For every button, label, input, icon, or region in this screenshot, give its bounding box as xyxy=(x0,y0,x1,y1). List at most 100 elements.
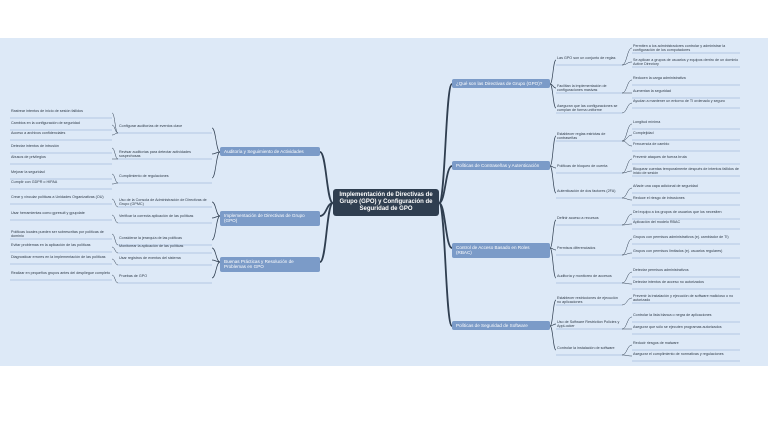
connector-line xyxy=(621,344,633,356)
subtopic[interactable]: Políticas de bloqueo de cuenta xyxy=(557,164,608,168)
main-topic[interactable]: Políticas de Contraseñas y Autenticación xyxy=(452,161,550,171)
subtopic[interactable]: Facilitan la implementación de configura… xyxy=(557,84,607,93)
connector-line xyxy=(111,182,119,185)
connector-line xyxy=(211,261,221,279)
mind-map-canvas: Implementación de Directivas de Grupo (G… xyxy=(0,38,768,366)
connector-line xyxy=(211,215,221,241)
connector-line xyxy=(621,223,633,226)
leaf-topic[interactable]: Evitar problemas en la aplicación de las… xyxy=(11,243,91,247)
leaf-topic[interactable]: Realizar en pequeños grupos antes del de… xyxy=(11,271,111,275)
subtopic[interactable]: Verificar la correcta aplicación de las … xyxy=(119,214,194,218)
subtopic[interactable]: Auditoría y monitoreo de accesos xyxy=(557,274,612,278)
connector-line xyxy=(621,187,633,199)
subtopic[interactable]: Autenticación de dos factores (2FA) xyxy=(557,189,616,193)
connector-line xyxy=(319,151,334,204)
connector-line xyxy=(111,258,119,266)
connector-layer xyxy=(10,47,740,362)
connector-line xyxy=(549,135,557,167)
main-topic[interactable]: ¿Qué son las Directivas de Grupo (GPO)? xyxy=(452,79,550,89)
main-topic[interactable]: Control de Acceso Basado en Roles (RBAC) xyxy=(452,243,550,258)
connector-line xyxy=(549,323,557,327)
subtopic[interactable]: Controlar la instalación de software xyxy=(557,346,615,350)
subtopic[interactable]: Revisar auditorías para detectar activid… xyxy=(119,150,191,159)
leaf-topic[interactable]: Usar herramientas como gpresult y gpupda… xyxy=(11,211,85,215)
leaf-topic[interactable]: Políticas locales pueden ser sobrescrita… xyxy=(11,230,104,239)
connector-line xyxy=(549,165,557,169)
connector-line xyxy=(111,233,119,246)
leaf-topic[interactable]: Reduce el riesgo de intrusiones xyxy=(633,196,685,200)
connector-line xyxy=(438,83,453,204)
connector-line xyxy=(549,247,557,251)
connector-line xyxy=(549,325,557,351)
main-topic[interactable]: Políticas de Seguridad de Software xyxy=(452,321,550,331)
leaf-topic[interactable]: Cambios en la configuración de seguridad xyxy=(11,121,80,125)
leaf-topic[interactable]: Abusos de privilegios xyxy=(11,155,46,159)
connector-line xyxy=(621,238,633,256)
leaf-topic[interactable]: Diagnosticar errores en la implementació… xyxy=(11,255,106,259)
subtopic[interactable]: Definir acceso a recursos xyxy=(557,216,599,220)
leaf-topic[interactable]: Ayudan a mantener un entorno de TI orden… xyxy=(633,99,725,103)
connector-line xyxy=(621,170,633,174)
leaf-topic[interactable]: Prevenir la instalación y ejecución de s… xyxy=(633,294,734,303)
leaf-topic[interactable]: Grupos con permisos administrativos (ej.… xyxy=(633,235,729,239)
leaf-topic[interactable]: Cumplir con GDPR o HIPAA xyxy=(11,180,58,184)
leaf-topic[interactable]: Grupos con permisos limitados (ej. usuar… xyxy=(633,249,723,253)
connector-line xyxy=(111,274,119,284)
leaf-topic[interactable]: Frecuencia de cambio xyxy=(633,142,670,146)
leaf-topic[interactable]: Crear y vincular políticas a Unidades Or… xyxy=(11,195,104,199)
subtopic[interactable]: Considerar la jerarquía de las políticas xyxy=(119,236,182,240)
subtopic[interactable]: Uso de Software Restriction Policies y A… xyxy=(557,320,620,329)
leaf-topic[interactable]: Añade una capa adicional de seguridad xyxy=(633,184,698,188)
leaf-topic[interactable]: Se aplican a grupos de usuarios y equipo… xyxy=(633,58,739,67)
leaf-topic[interactable]: Controlar la lista blanca o negra de apl… xyxy=(633,313,712,317)
leaf-topic[interactable]: Aumentan la seguridad xyxy=(633,89,671,93)
connector-line xyxy=(111,214,119,224)
subtopic[interactable]: Uso de la Consola de Administración de D… xyxy=(119,198,207,207)
leaf-topic[interactable]: Asegurar que sólo se ejecuten programas … xyxy=(633,325,722,329)
leaf-topic[interactable]: Complejidad xyxy=(633,131,654,135)
connector-line xyxy=(111,198,119,208)
connector-line xyxy=(438,202,453,327)
leaf-topic[interactable]: Mejorar la seguridad xyxy=(11,170,45,174)
leaf-topic[interactable]: Detectar permisos administrativos xyxy=(633,268,689,272)
subtopic[interactable]: Establecer reglas estrictas de contraseñ… xyxy=(557,132,606,141)
subtopic[interactable]: Pruebas de GPO xyxy=(119,274,148,278)
leaf-topic[interactable]: Longitud mínima xyxy=(633,120,661,124)
subtopic[interactable]: Configurar auditorías de eventos clave xyxy=(119,124,183,128)
connector-line xyxy=(549,219,557,249)
main-topic[interactable]: Auditoría y Seguimiento de Actividades xyxy=(220,147,320,157)
main-topic[interactable]: Implementación de Directivas de Grupo (G… xyxy=(220,211,320,226)
leaf-topic[interactable]: Aplicación del modelo RBAC xyxy=(633,220,681,224)
connector-line xyxy=(549,165,557,194)
connector-line xyxy=(621,271,633,284)
subtopic[interactable]: Permisos diferenciados xyxy=(557,246,596,250)
subtopic[interactable]: Monitorear la aplicación de las política… xyxy=(119,244,184,248)
connector-line xyxy=(621,354,633,357)
leaf-topic[interactable]: Prevenir ataques de fuerza bruta xyxy=(633,155,687,159)
central-topic[interactable]: Implementación de Directivas de Grupo (G… xyxy=(333,189,439,216)
leaf-topic[interactable]: Asegurar el cumplimiento de normativas y… xyxy=(633,352,724,356)
subtopic[interactable]: Aseguran que las configuraciones se cump… xyxy=(557,104,618,113)
connector-line xyxy=(438,165,453,204)
subtopic[interactable]: Las GPO son un conjunto de reglas xyxy=(557,56,616,60)
connector-line xyxy=(621,79,633,94)
leaf-topic[interactable]: Rastrear intentos de inicio de sesión fa… xyxy=(11,109,83,113)
leaf-topic[interactable]: Detectar intentos de intrusión xyxy=(11,144,59,148)
leaf-topic[interactable]: Reducen la carga administrativa xyxy=(633,76,686,80)
connector-line xyxy=(211,151,221,179)
connector-line xyxy=(111,173,119,184)
leaf-topic[interactable]: Bloquear cuentas temporalmente después d… xyxy=(633,167,739,176)
subtopic[interactable]: Establecer restricciones de ejecución no… xyxy=(557,296,618,305)
leaf-topic[interactable]: Permiten a los administradores controlar… xyxy=(633,44,726,53)
subtopic[interactable]: Usar registros de eventos del sistema xyxy=(119,256,181,260)
main-topic[interactable]: Buenas Prácticas y Resolución de Problem… xyxy=(220,257,320,272)
leaf-topic[interactable]: Reducir riesgos de malware xyxy=(633,341,679,345)
subtopic[interactable]: Cumplimiento de regulaciones xyxy=(119,174,169,178)
connector-line xyxy=(111,246,119,254)
connector-line xyxy=(621,297,633,306)
connector-line xyxy=(211,201,221,217)
connector-line xyxy=(111,132,119,136)
leaf-topic[interactable]: Acceso a archivos confidenciales xyxy=(11,131,66,135)
leaf-topic[interactable]: Del equipo a los grupos de usuarios que … xyxy=(633,210,722,214)
leaf-topic[interactable]: Detectar intentos de acceso no autorizad… xyxy=(633,280,704,284)
